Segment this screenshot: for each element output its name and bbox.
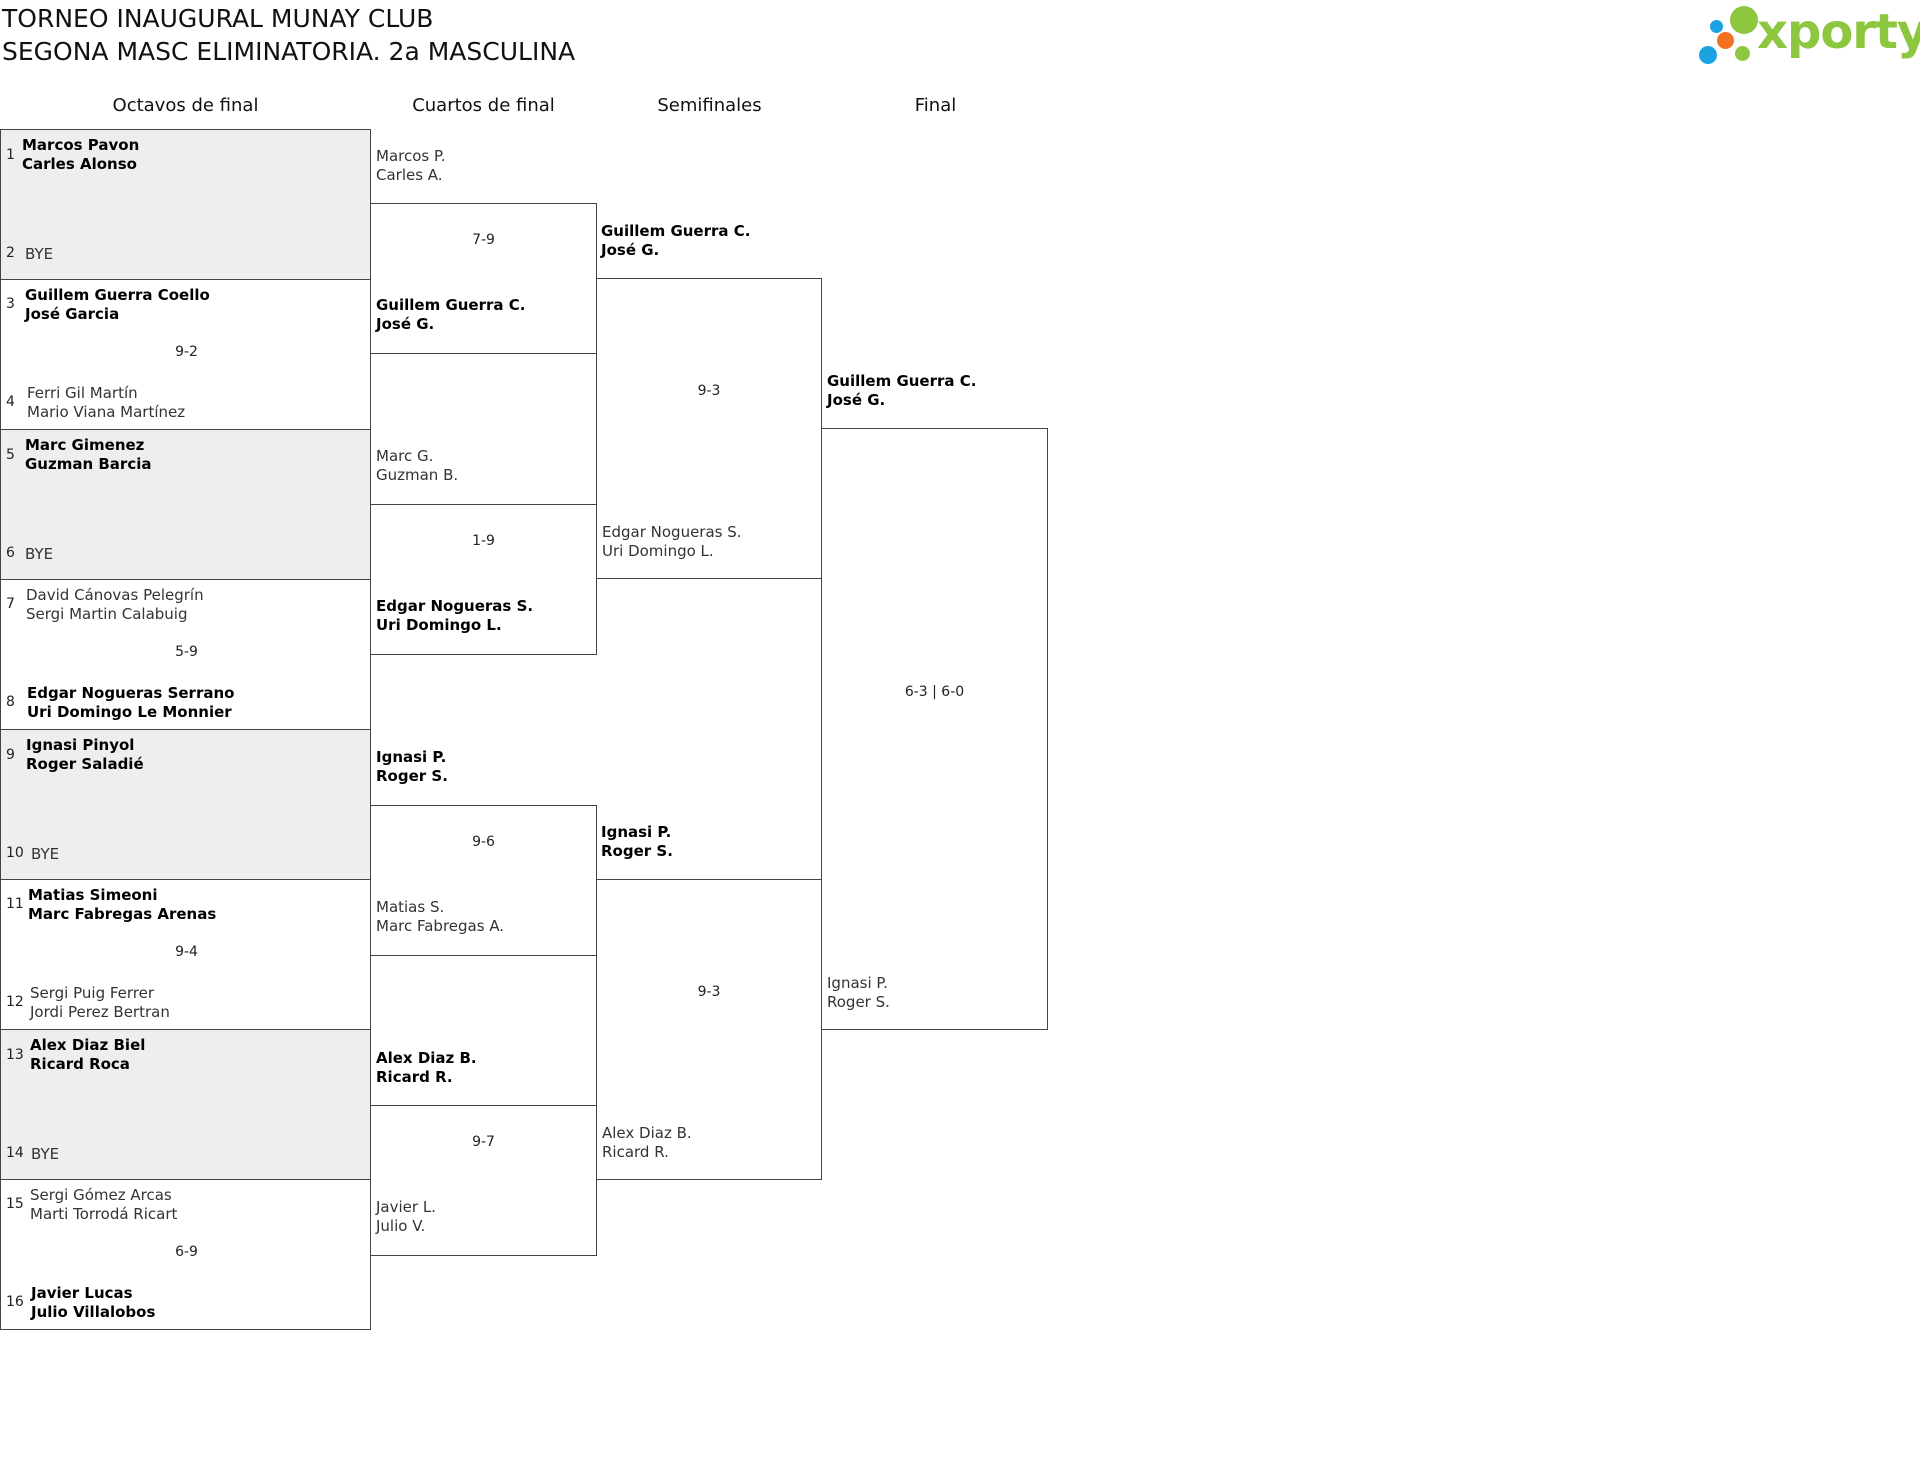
seed-number: 4: [6, 394, 15, 410]
seed-number: 3: [6, 296, 15, 312]
seed-number: 10: [6, 845, 24, 861]
logo-dot-blue: [1699, 46, 1717, 64]
logo-dot-orange: [1717, 32, 1734, 49]
round-header-final: Final: [914, 95, 957, 116]
qf1-bottom-team: Guillem Guerra C.José G.: [376, 296, 526, 333]
qf-match-1: 7-9 Guillem Guerra C.José G.: [370, 203, 597, 354]
seed-number: 1: [6, 147, 15, 163]
seed-number: 16: [6, 1294, 24, 1310]
bye-label: BYE: [31, 1145, 60, 1163]
qf4-bottom-team: Javier L.Julio V.: [376, 1198, 436, 1235]
sf2-top-team: Ignasi P.Roger S.: [601, 823, 673, 860]
logo-dot-green: [1730, 6, 1758, 34]
match-score: 7-9: [472, 232, 495, 248]
seed-number: 15: [6, 1196, 24, 1212]
match-score: 9-7: [472, 1134, 495, 1150]
match-score: 9-3: [697, 383, 721, 399]
sf1-top-team: Guillem Guerra C.José G.: [601, 222, 751, 259]
logo-dot-green-small: [1735, 46, 1750, 61]
seed-number: 14: [6, 1145, 24, 1161]
final-match: 6-3 | 6-0 Ignasi P.Roger S.: [821, 428, 1048, 1030]
seed-number: 12: [6, 994, 24, 1010]
match-score: 9-2: [175, 344, 198, 360]
bye-label: BYE: [25, 545, 54, 563]
round-header-semifinales: Semifinales: [657, 95, 762, 116]
qf3-bottom-team: Matias S.Marc Fabregas A.: [376, 898, 505, 935]
qf1-top-team: Marcos P.Carles A.: [376, 147, 446, 184]
bye-label: BYE: [31, 845, 60, 863]
sf1-bottom-team: Edgar Nogueras S.Uri Domingo L.: [602, 523, 742, 560]
match-score: 9-3: [697, 984, 721, 1000]
qf-match-2: 1-9 Edgar Nogueras S.Uri Domingo L.: [370, 504, 597, 655]
match-score: 9-6: [472, 834, 495, 850]
seed-number: 7: [6, 596, 15, 612]
seed-number: 8: [6, 694, 15, 710]
qf-match-4: 9-7 Javier L.Julio V.: [370, 1105, 597, 1256]
sf-match-1: 9-3 Edgar Nogueras S.Uri Domingo L.: [596, 278, 822, 579]
logo-wordmark: xporty: [1757, 4, 1920, 60]
tournament-title: TORNEO INAUGURAL MUNAY CLUB: [2, 4, 434, 33]
seed-number: 2: [6, 245, 15, 261]
qf-match-3: 9-6 Matias S.Marc Fabregas A.: [370, 805, 597, 956]
match-score: 6-9: [175, 1244, 198, 1260]
round-header-cuartos: Cuartos de final: [412, 95, 555, 116]
seed-number: 11: [6, 896, 24, 912]
qf2-bottom-team: Edgar Nogueras S.Uri Domingo L.: [376, 597, 534, 634]
final-bottom-team: Ignasi P.Roger S.: [827, 974, 890, 1011]
qf3-top-team: Ignasi P.Roger S.: [376, 748, 448, 785]
qf4-top-team: Alex Diaz B.Ricard R.: [376, 1049, 477, 1086]
logo-dot-blue-small: [1710, 20, 1723, 33]
match-score: 1-9: [472, 533, 495, 549]
sf-match-2: 9-3 Alex Diaz B.Ricard R.: [596, 879, 822, 1180]
match-score: 9-4: [175, 944, 198, 960]
qf2-top-team: Marc G.Guzman B.: [376, 447, 459, 484]
seed-number: 13: [6, 1047, 24, 1063]
xporty-logo: xporty: [1695, 2, 1920, 72]
round-header-octavos: Octavos de final: [112, 95, 259, 116]
match-score: 5-9: [175, 644, 198, 660]
final-top-team: Guillem Guerra C.José G.: [827, 372, 977, 409]
bye-label: BYE: [25, 245, 54, 263]
sf2-bottom-team: Alex Diaz B.Ricard R.: [602, 1124, 692, 1161]
seed-number: 9: [6, 747, 15, 763]
match-score: 6-3 | 6-0: [904, 684, 965, 700]
seed-number: 5: [6, 447, 15, 463]
seed-number: 6: [6, 545, 15, 561]
category-title: SEGONA MASC ELIMINATORIA. 2a MASCULINA: [2, 37, 576, 66]
